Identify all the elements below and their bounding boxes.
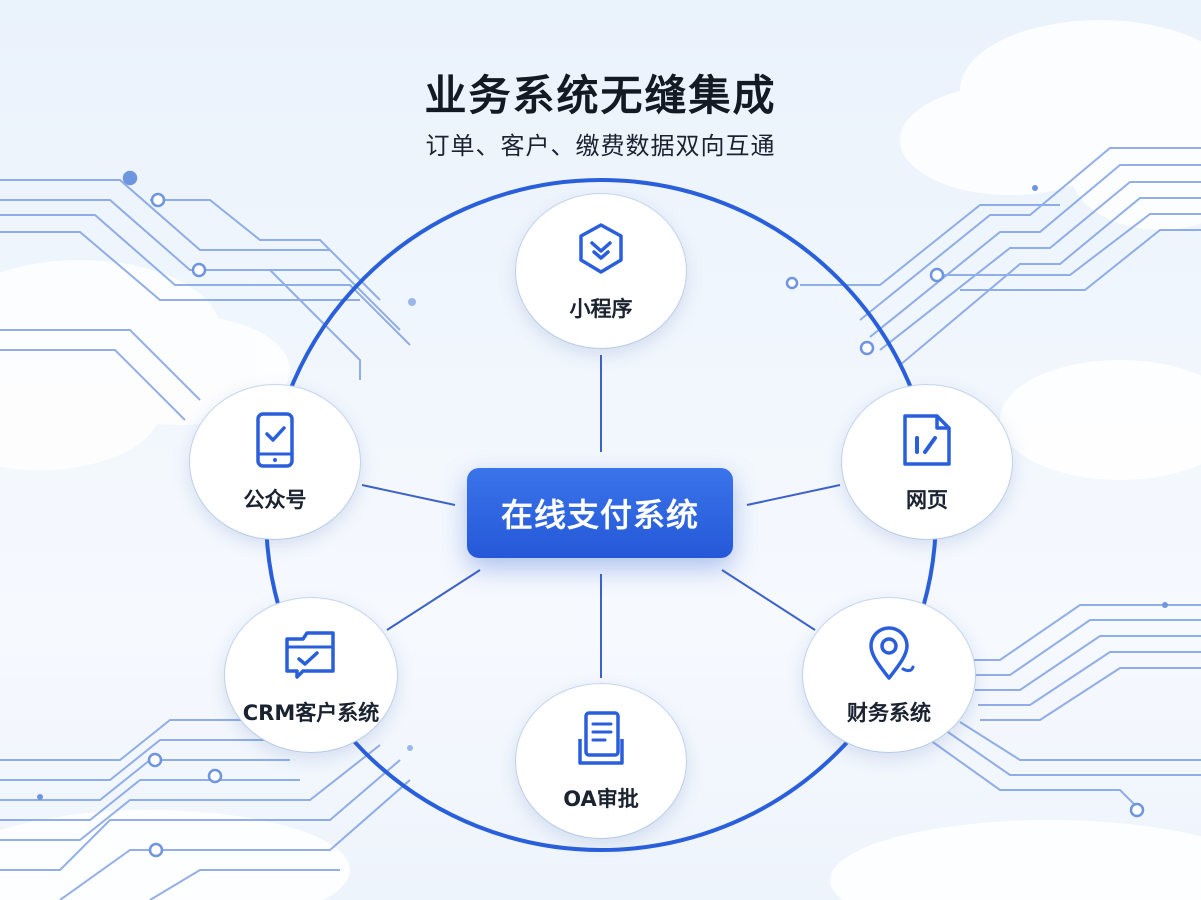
- document-stack-icon: [578, 711, 624, 765]
- node-finance: 财务系统: [803, 598, 975, 752]
- node-label-crm: CRM客户系统: [242, 701, 380, 725]
- spoke-finance: [721, 569, 816, 631]
- tablet-check-icon: [256, 412, 294, 468]
- folder-check-icon: [285, 631, 335, 679]
- node-label-finance: 财务系统: [847, 701, 931, 725]
- location-pin-icon: [869, 626, 915, 680]
- node-crm: CRM客户系统: [225, 598, 397, 752]
- node-official-account: 公众号: [190, 385, 360, 539]
- circuit-nodes-top-left: [122, 170, 416, 306]
- circuit-nodes-bottom-right: [1129, 602, 1168, 818]
- circuit-lines-bottom-right: [929, 604, 1201, 811]
- circuit-lines-top-right: [800, 147, 1201, 366]
- center-system-label: 在线支付系统: [500, 496, 699, 534]
- node-label-official-account: 公众号: [243, 488, 307, 512]
- node-label-oa: OA审批: [563, 787, 639, 811]
- spoke-official-account: [361, 484, 456, 506]
- center-system-box: 在线支付系统: [467, 468, 733, 558]
- spoke-crm: [386, 569, 481, 631]
- node-mini-program: 小程序: [516, 194, 686, 348]
- spoke-webpage: [746, 484, 841, 506]
- hexagon-chevron-icon: [579, 223, 623, 274]
- circuit-lines-top-left: [0, 179, 411, 421]
- document-chart-icon: [903, 414, 951, 466]
- circuit-nodes-top-right: [785, 185, 1038, 356]
- circuit-nodes-bottom-left: [37, 745, 413, 858]
- node-label-mini-program: 小程序: [569, 297, 633, 321]
- node-label-webpage: 网页: [906, 488, 948, 512]
- page-subtitle: 订单、客户、缴费数据双向互通: [425, 132, 776, 160]
- connection-spokes: [361, 355, 841, 678]
- node-webpage: 网页: [842, 385, 1012, 539]
- page-title: 业务系统无缝集成: [424, 71, 777, 120]
- node-oa: OA审批: [516, 684, 686, 838]
